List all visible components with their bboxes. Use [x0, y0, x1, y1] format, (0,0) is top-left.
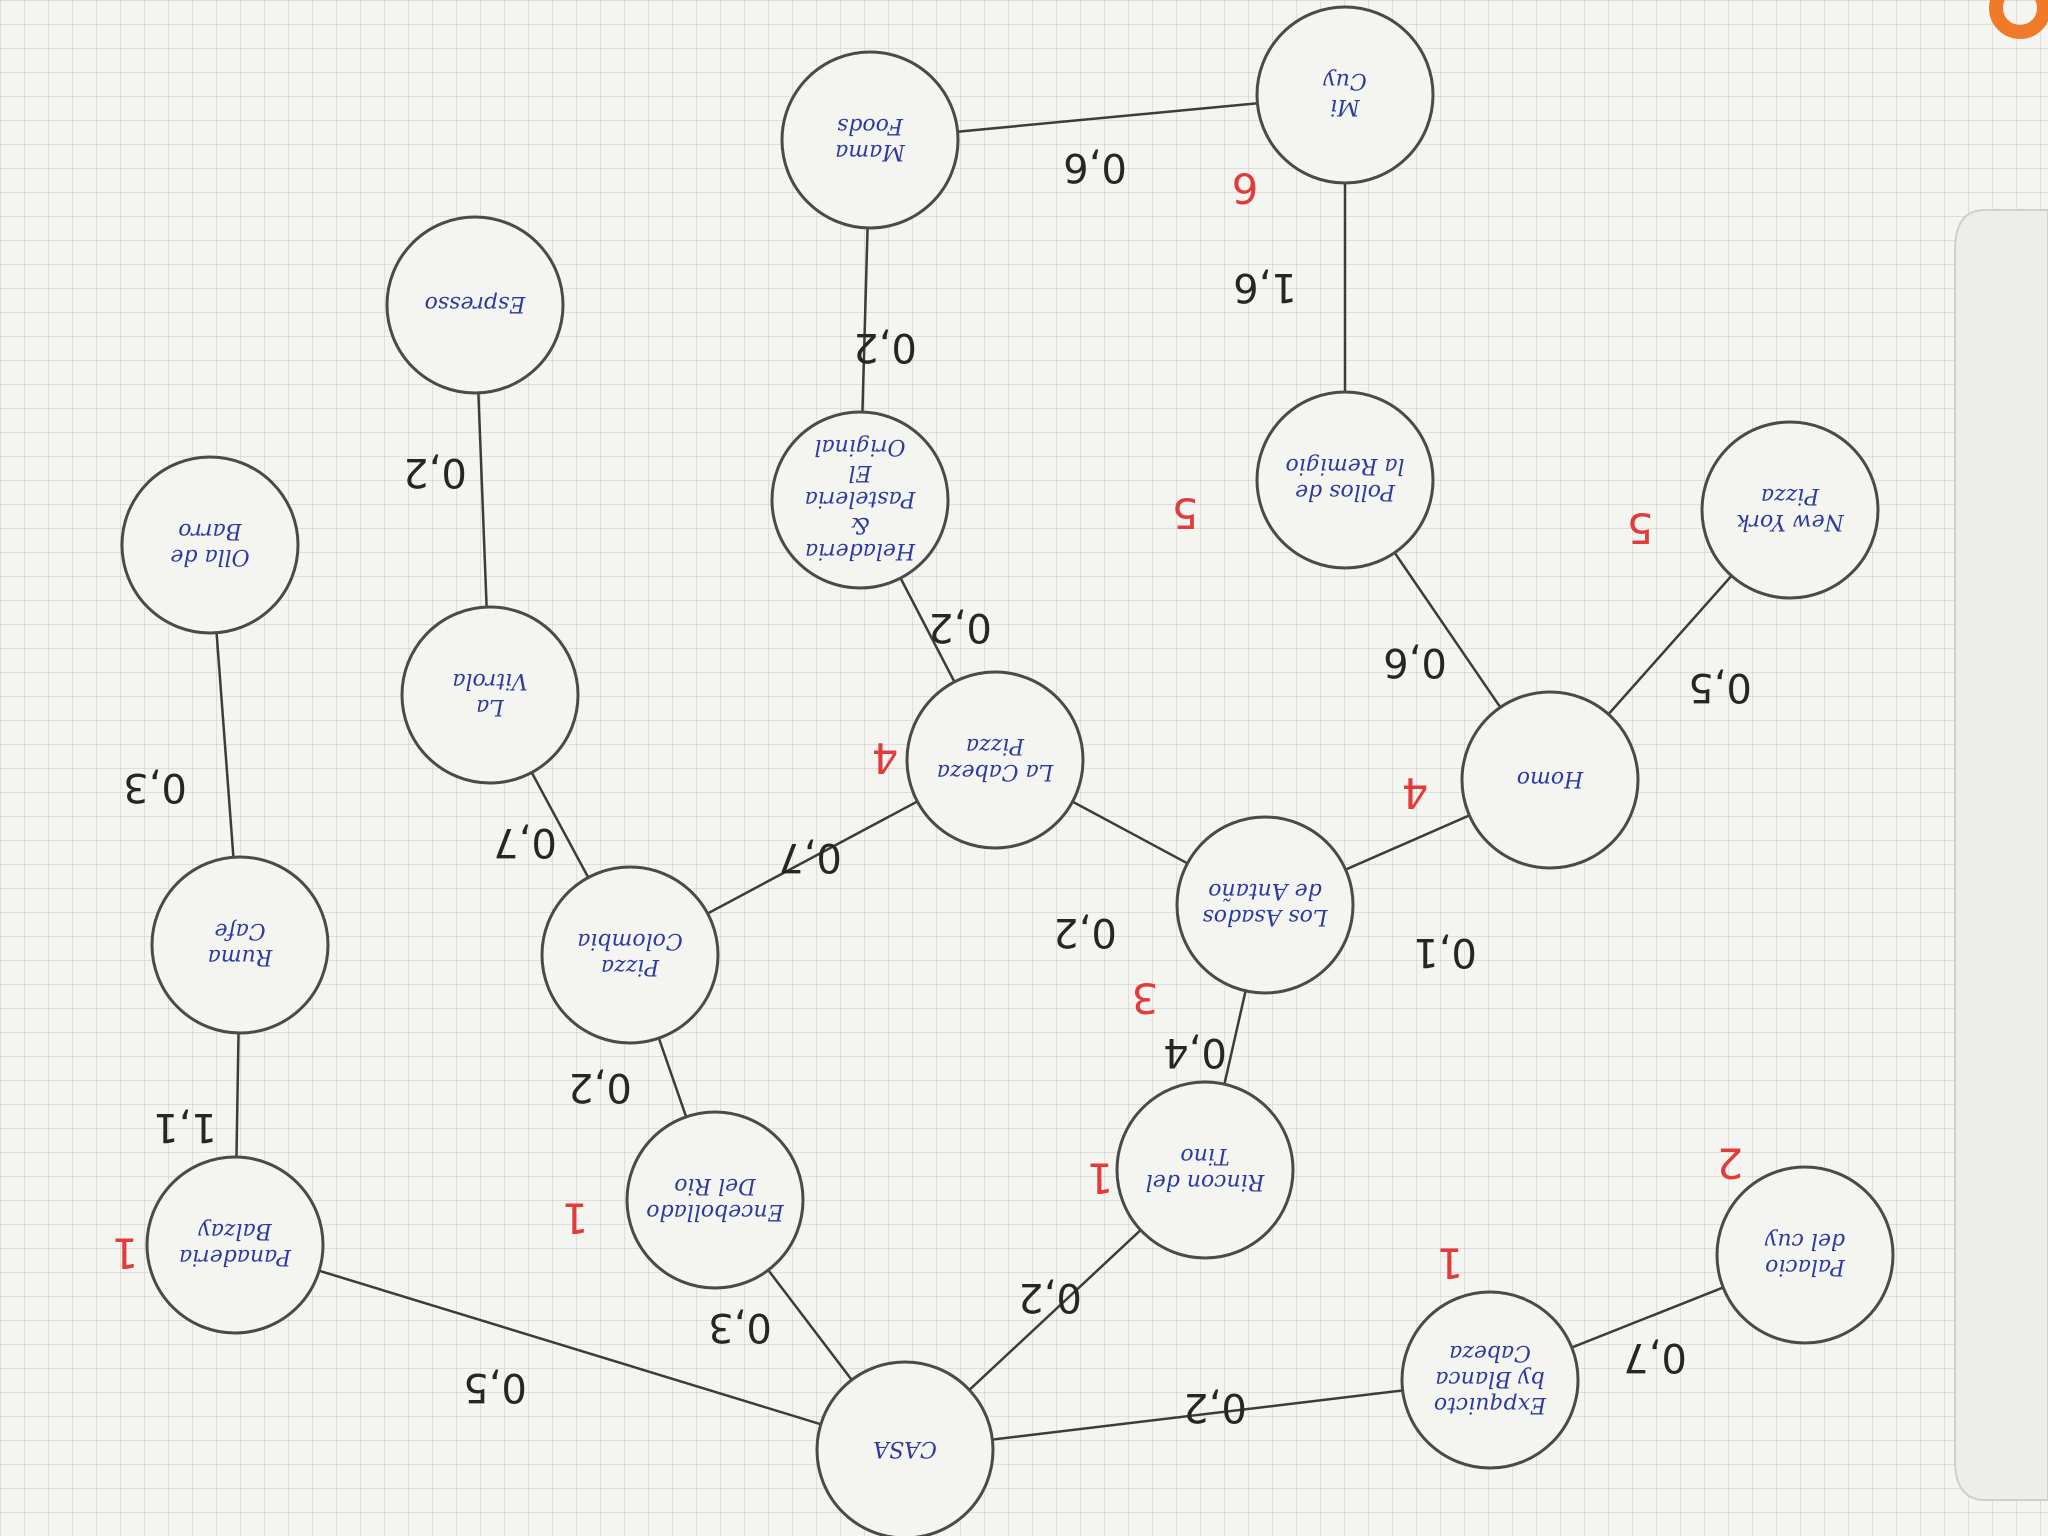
- node-circle: [770, 410, 950, 590]
- node-circle: [625, 1110, 805, 1290]
- node-tag-number: 1: [1437, 1239, 1464, 1288]
- node-label: LaVitrola: [452, 668, 527, 719]
- edge-weight-label: 0,2: [853, 324, 917, 370]
- node-label: Olla deBarro: [170, 518, 249, 569]
- node-circle: [145, 1155, 325, 1335]
- edge-casa-parrilla_blanca: [904, 1378, 1491, 1452]
- edge-weight-label: 0,3: [708, 1304, 772, 1350]
- node-ruma: RumaCafe: [150, 855, 330, 1035]
- edge-weight-label: 1,1: [153, 1104, 217, 1150]
- node-tag-number: 2: [1717, 1139, 1744, 1188]
- node-circle: [1175, 815, 1355, 995]
- node-olla: Olla deBarro: [120, 455, 300, 635]
- edge-weight-label: 0,3: [123, 764, 187, 810]
- node-heladeria: Heladeria&PasteleriaElOriginal: [770, 410, 950, 590]
- edge-weight-label: 0,2: [1018, 1274, 1082, 1320]
- node-mama: MamaFoods: [780, 50, 960, 230]
- node-tag-number: 1: [112, 1229, 139, 1278]
- edge-weight-label: 0,2: [568, 1064, 632, 1110]
- node-label: PizzaColombia: [577, 928, 682, 979]
- edge-weight-label: 0,4: [1163, 1029, 1227, 1075]
- node-label: EncebolladoDel Rio: [646, 1173, 784, 1224]
- node-encebollado: EncebolladoDel Rio 1: [562, 1110, 805, 1290]
- node-label: MamaFoods: [835, 113, 906, 164]
- node-circle: [1460, 690, 1640, 870]
- node-casa: CASA: [815, 1360, 995, 1536]
- binder-strip: [1954, 209, 2048, 1501]
- node-homo: Homo 4: [1402, 690, 1640, 870]
- node-label: Los Asadosde Antaño: [1202, 878, 1328, 929]
- node-circle: [905, 670, 1085, 850]
- node-tag-number: 5: [1172, 489, 1199, 538]
- node-pollos: Pollos dela Remigio 5: [1172, 390, 1435, 570]
- edge-weight-label: 0,2: [928, 604, 992, 650]
- node-tag-number: 4: [1402, 769, 1429, 818]
- node-label: Heladeria&PasteleriaElOriginal: [805, 434, 917, 563]
- node-pantheria: PanaderiaBalzay 1: [112, 1155, 325, 1335]
- edge-weight-label: 0,6: [1063, 144, 1127, 190]
- node-la_vitrola: LaVitrola: [400, 605, 580, 785]
- edge-casa-pantheria: [234, 1243, 906, 1452]
- node-circle: [1700, 420, 1880, 600]
- node-tag-number: 6: [1232, 164, 1259, 213]
- node-label: CASA: [873, 1436, 937, 1461]
- node-circle: [1255, 5, 1435, 185]
- node-label: Espresso: [425, 291, 527, 316]
- node-mi_cuy: MiCuy 6: [1232, 5, 1435, 213]
- node-circle: [540, 865, 720, 1045]
- node-circle: [385, 215, 565, 395]
- node-tag-number: 5: [1627, 504, 1654, 553]
- node-pizza_colombia: PizzaColombia: [540, 865, 720, 1045]
- node-circle: [815, 1360, 995, 1536]
- node-label: La CabezaPizza: [937, 733, 1054, 784]
- node-new_york: New YorkPizza 5: [1627, 420, 1880, 600]
- node-circle: [1255, 390, 1435, 570]
- node-tag-number: 3: [1132, 974, 1159, 1023]
- node-palacio: Palaciodel cuy 2: [1715, 1139, 1895, 1345]
- node-circle: [780, 50, 960, 230]
- node-circle: [120, 455, 300, 635]
- node-label: RumaCafe: [208, 918, 274, 969]
- node-label: Rincon delTino: [1146, 1143, 1266, 1194]
- edge-weight-label: 0,2: [1183, 1384, 1247, 1430]
- edge-weight-label: 0,7: [1623, 1334, 1687, 1380]
- node-circle: [150, 855, 330, 1035]
- node-label: Homo: [1517, 766, 1585, 791]
- edge-weight-label: 0,2: [403, 449, 467, 495]
- node-label: MiCuy: [1323, 68, 1367, 119]
- node-label: Expquictoby BlancaCabeza: [1434, 1340, 1547, 1417]
- node-circle: [1400, 1290, 1580, 1470]
- edge-weight-label: 1,6: [1233, 264, 1297, 310]
- node-espresso: Espresso: [385, 215, 565, 395]
- node-circle: [400, 605, 580, 785]
- node-label: New YorkPizza: [1736, 483, 1845, 534]
- orange-corner-mark: [1989, 0, 2048, 39]
- edge-weight-label: 0,7: [493, 819, 557, 865]
- edge-weight-label: 0,6: [1383, 639, 1447, 685]
- edge-weight-label: 0,5: [463, 1364, 527, 1410]
- node-tag-number: 4: [872, 734, 899, 783]
- edge-weight-label: 0,1: [1413, 929, 1477, 975]
- edge-weight-label: 0,7: [778, 834, 842, 880]
- node-circle: [1115, 1080, 1295, 1260]
- node-los_asados: Los Asadosde Antaño 3: [1132, 815, 1355, 1023]
- node-label: PanaderiaBalzay: [179, 1218, 292, 1269]
- node-tag-number: 1: [1087, 1154, 1114, 1203]
- node-parrilla_blanca: Expquictoby BlancaCabeza 1: [1400, 1239, 1580, 1470]
- edge-weight-label: 0,2: [1053, 909, 1117, 955]
- node-rincon: Rincon delTino 1: [1087, 1080, 1295, 1260]
- node-circle: [1715, 1165, 1895, 1345]
- edge-weight-label: 0,5: [1688, 664, 1752, 710]
- node-tag-number: 1: [562, 1194, 589, 1243]
- node-label: Palaciodel cuy: [1764, 1228, 1845, 1279]
- node-label: Pollos dela Remigio: [1286, 453, 1405, 504]
- node-la_cabeza: La CabezaPizza 4: [872, 670, 1085, 850]
